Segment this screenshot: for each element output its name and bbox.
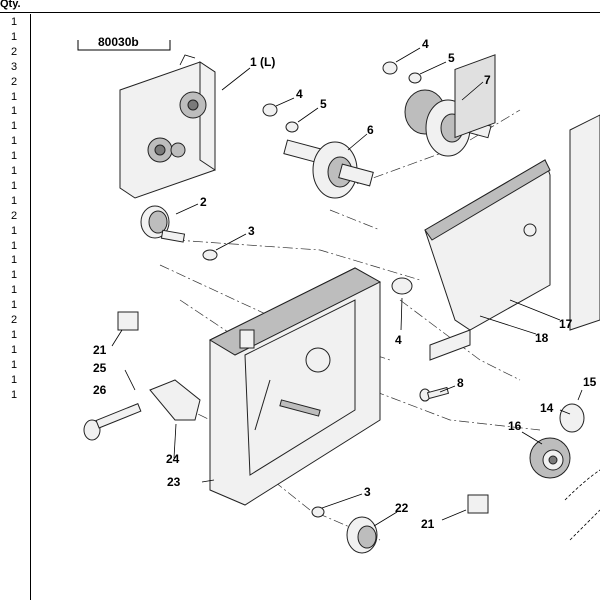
bolt-part-26 xyxy=(83,403,142,441)
quantity-entry: 1 xyxy=(11,30,18,43)
nut-part-4-left xyxy=(262,103,278,117)
sprocket-part-16 xyxy=(529,437,571,479)
pin-part-25 xyxy=(124,369,136,391)
leader-lines xyxy=(111,47,583,527)
quantity-entry: 2 xyxy=(11,45,18,58)
side-cover xyxy=(569,114,600,331)
washer-part-3-upper xyxy=(202,249,218,261)
quantity-entry: 1 xyxy=(11,135,18,148)
callout-24: 24 xyxy=(166,452,180,466)
quantity-entry: 1 xyxy=(11,165,18,177)
pulley-part-2 xyxy=(140,205,186,243)
callout-16: 16 xyxy=(508,419,522,433)
drawing-ref-box: 80030b xyxy=(77,35,171,51)
screen-frame-part-17-18 xyxy=(424,54,551,361)
callout-15: 15 xyxy=(583,375,597,389)
callout-6: 6 xyxy=(367,123,374,137)
bracket-part-24 xyxy=(149,379,201,421)
washer-part-5-right xyxy=(408,72,422,84)
quantity-entry: 1 xyxy=(11,328,18,341)
quantity-entry: 1 xyxy=(11,269,18,282)
quantity-column: 1 1 2 3 2 1 1 1 1 1 1 1 1 2 1 1 1 1 1 1 2 1 1 1 1 1 xyxy=(0,14,31,600)
chain-part-15 xyxy=(564,469,600,541)
qty-column-header: Qty. xyxy=(0,0,21,10)
bolt-part-8 xyxy=(419,386,450,402)
pulley-part-22 xyxy=(346,516,378,554)
quantity-entry: 1 xyxy=(11,194,18,207)
callout-25: 25 xyxy=(93,361,107,375)
quantity-entry: 1 xyxy=(11,105,18,118)
callout-26: 26 xyxy=(93,383,107,397)
quantity-entry: 3 xyxy=(11,60,18,73)
quantity-entry: 1 xyxy=(11,254,18,267)
clip-part-14 xyxy=(559,403,585,433)
callout-4-center: 4 xyxy=(395,333,402,347)
callout-18: 18 xyxy=(535,331,549,345)
nut-part-4-right xyxy=(382,61,398,75)
quantity-entry: 1 xyxy=(11,358,18,371)
quantity-entry: 1 xyxy=(11,299,18,312)
callout-1-L: 1 (L) xyxy=(250,55,275,69)
callout-23: 23 xyxy=(167,475,181,489)
shaft-hub-part-6 xyxy=(283,139,374,199)
callout-21-left: 21 xyxy=(93,343,107,357)
callout-3-lower: 3 xyxy=(364,485,371,499)
quantity-entry: 2 xyxy=(11,75,18,88)
cap-part-4-center xyxy=(391,277,413,295)
callout-8: 8 xyxy=(457,376,464,390)
quantity-entry: 1 xyxy=(11,373,18,386)
quantity-entry: 1 xyxy=(11,179,18,192)
callout-4-right: 4 xyxy=(422,37,429,51)
quantity-entry: 1 xyxy=(11,388,18,401)
washer-part-3-lower xyxy=(311,506,325,518)
callout-14: 14 xyxy=(540,401,554,415)
quantity-entry: 1 xyxy=(11,284,18,297)
callout-5-left: 5 xyxy=(320,97,327,111)
callout-4-left: 4 xyxy=(296,87,303,101)
callout-2: 2 xyxy=(200,195,207,209)
washer-part-5-left xyxy=(285,121,299,133)
quantity-entry: 1 xyxy=(11,90,18,103)
quantity-entry: 1 xyxy=(11,150,18,163)
callout-5-right: 5 xyxy=(448,51,455,65)
quantity-entry: 1 xyxy=(11,239,18,252)
drawing-ref-label: 80030b xyxy=(98,35,139,49)
exploded-parts-diagram: 80030b xyxy=(77,35,600,554)
main-frame-part-23 xyxy=(208,267,382,506)
gearbox-housing xyxy=(119,54,216,199)
quantity-entry: 1 xyxy=(11,224,18,237)
callout-22: 22 xyxy=(395,501,409,515)
block-part-21-left xyxy=(117,311,139,331)
quantity-entry: 1 xyxy=(11,120,18,133)
callout-3-upper: 3 xyxy=(248,224,255,238)
quantity-entry: 1 xyxy=(11,343,18,356)
header-divider xyxy=(0,12,600,13)
quantity-entry: 1 xyxy=(11,16,18,28)
quantity-entry: 2 xyxy=(11,209,18,222)
quantity-entry: 2 xyxy=(11,314,18,326)
callout-21-right: 21 xyxy=(421,517,435,531)
callout-labels: 1 (L) 2 3 3 4 4 4 5 5 6 7 8 14 15 16 17 … xyxy=(93,37,597,531)
callout-17: 17 xyxy=(559,317,573,331)
block-part-21-right xyxy=(467,494,489,514)
callout-7: 7 xyxy=(484,73,491,87)
